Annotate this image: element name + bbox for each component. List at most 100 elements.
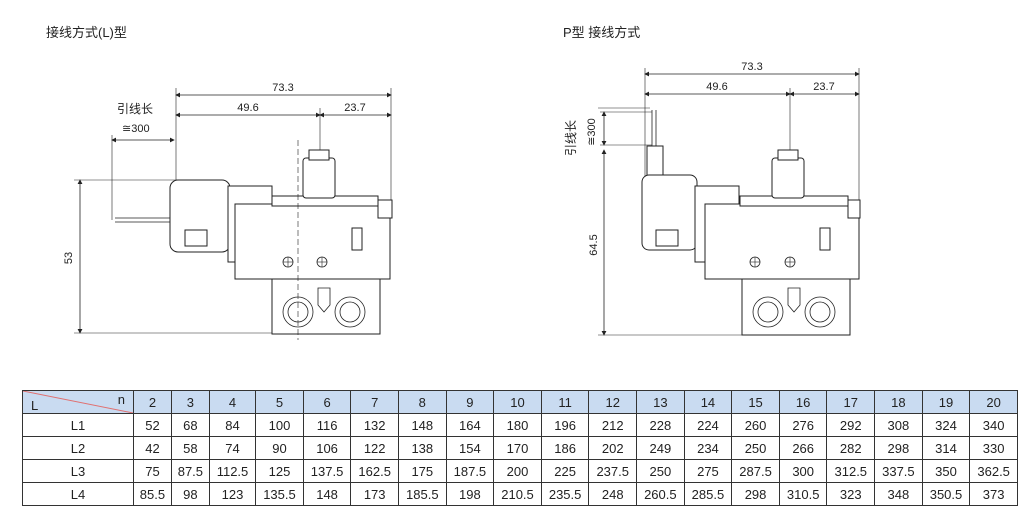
right-dim-height-label: 64.5 xyxy=(588,234,600,255)
table-cell: 310.5 xyxy=(778,482,828,506)
table-cell: 185.5 xyxy=(397,482,447,506)
table-cell: 235.5 xyxy=(540,482,590,506)
table-cell: 180 xyxy=(493,413,542,437)
table-cell: 260 xyxy=(731,413,780,437)
corner-L-label: L xyxy=(31,398,39,413)
table-cell: 148 xyxy=(397,413,447,437)
left-dim-height-label: 53 xyxy=(63,252,75,264)
corner-diagonal xyxy=(23,391,133,413)
table-cell: 228 xyxy=(636,413,685,437)
table-cell: 248 xyxy=(588,482,638,506)
table-column-header: 14 xyxy=(683,390,733,414)
table-cell: 90 xyxy=(255,436,304,460)
left-valve-drawing: 73.3 49.6 23.7 引线长 ≅300 53 xyxy=(63,82,393,340)
table-column-header: 13 xyxy=(636,390,685,414)
table-cell: 196 xyxy=(540,413,590,437)
table-cell: 292 xyxy=(826,413,876,437)
right-dim-right: 23.7 xyxy=(789,81,860,97)
table-column-header: 11 xyxy=(540,390,590,414)
table-cell: 100 xyxy=(255,413,304,437)
left-diagram-title: 接线方式(L)型 xyxy=(46,25,127,40)
table-cell: 42 xyxy=(133,436,172,460)
left-dim-height: 53 xyxy=(63,179,272,334)
table-cell: 287.5 xyxy=(731,459,780,483)
left-dim-right-label: 23.7 xyxy=(344,102,365,114)
table-cell: 260.5 xyxy=(636,482,685,506)
table-cell: 87.5 xyxy=(170,459,210,483)
left-lead-dim: 引线长 ≅300 xyxy=(111,102,175,220)
table-column-header: 15 xyxy=(731,390,780,414)
table-column-header: 2 xyxy=(133,390,172,414)
table-column-header: 6 xyxy=(302,390,352,414)
table-cell: 285.5 xyxy=(683,482,733,506)
table-cell: 125 xyxy=(255,459,304,483)
table-cell: 224 xyxy=(683,413,733,437)
table-cell: 210.5 xyxy=(493,482,542,506)
table-cell: 312.5 xyxy=(826,459,876,483)
table-column-header: 10 xyxy=(493,390,542,414)
table-cell: 84 xyxy=(208,413,257,437)
table-cell: 170 xyxy=(493,436,542,460)
right-valve-drawing: 73.3 49.6 23.7 引线长 ≅300 64.5 xyxy=(564,61,861,336)
table-column-header: 4 xyxy=(208,390,257,414)
table-cell: 348 xyxy=(874,482,923,506)
table-column-header: 16 xyxy=(778,390,828,414)
table-cell: 330 xyxy=(969,436,1018,460)
table-cell: 237.5 xyxy=(588,459,638,483)
table-cell: 362.5 xyxy=(969,459,1018,483)
left-dim-total-label: 73.3 xyxy=(272,82,293,94)
table-cell: 135.5 xyxy=(255,482,304,506)
table-cell: 58 xyxy=(170,436,210,460)
table-cell: 225 xyxy=(540,459,590,483)
table-cell: 132 xyxy=(350,413,399,437)
table-column-header: 20 xyxy=(969,390,1018,414)
table-cell: 112.5 xyxy=(208,459,257,483)
table-column-header: 18 xyxy=(874,390,923,414)
right-dim-right-label: 23.7 xyxy=(813,81,834,93)
left-lead-value: ≅300 xyxy=(122,123,150,135)
table-cell: 187.5 xyxy=(445,459,495,483)
table-cell: 106 xyxy=(302,436,352,460)
table-cell: 300 xyxy=(778,459,828,483)
table-cell: 266 xyxy=(778,436,828,460)
table-cell: 250 xyxy=(731,436,780,460)
table-cell: 276 xyxy=(778,413,828,437)
right-valve-body xyxy=(641,110,861,336)
table-cell: 234 xyxy=(683,436,733,460)
table-cell: 340 xyxy=(969,413,1018,437)
table-column-header: 12 xyxy=(588,390,638,414)
right-dim-left-label: 49.6 xyxy=(706,81,727,93)
table-cell: 74 xyxy=(208,436,257,460)
table-cell: 250 xyxy=(636,459,685,483)
table-column-header: 9 xyxy=(445,390,495,414)
table-row-label: L3 xyxy=(22,459,134,483)
table-cell: 123 xyxy=(208,482,257,506)
table-cell: 137.5 xyxy=(302,459,352,483)
table-cell: 173 xyxy=(350,482,399,506)
right-diagram-title: P型 接线方式 xyxy=(563,25,641,40)
table-cell: 75 xyxy=(133,459,172,483)
table-cell: 212 xyxy=(588,413,638,437)
table-column-header: 8 xyxy=(397,390,447,414)
table-cell: 298 xyxy=(731,482,780,506)
right-lead-value: ≅300 xyxy=(586,118,598,146)
table-cell: 68 xyxy=(170,413,210,437)
table-cell: 198 xyxy=(445,482,495,506)
table-cell: 337.5 xyxy=(874,459,923,483)
right-lead-dim: 引线长 ≅300 xyxy=(564,111,652,156)
left-dim-left: 49.6 xyxy=(175,102,321,160)
table-cell: 308 xyxy=(874,413,923,437)
table-column-header: 17 xyxy=(826,390,876,414)
table-cell: 154 xyxy=(445,436,495,460)
right-dim-total-label: 73.3 xyxy=(741,61,762,73)
table-cell: 98 xyxy=(170,482,210,506)
valve-drawings: 73.3 49.6 23.7 引线长 ≅300 53 xyxy=(63,61,861,340)
table-column-header: 7 xyxy=(350,390,399,414)
table-cell: 202 xyxy=(588,436,638,460)
table-cell: 350 xyxy=(921,459,971,483)
